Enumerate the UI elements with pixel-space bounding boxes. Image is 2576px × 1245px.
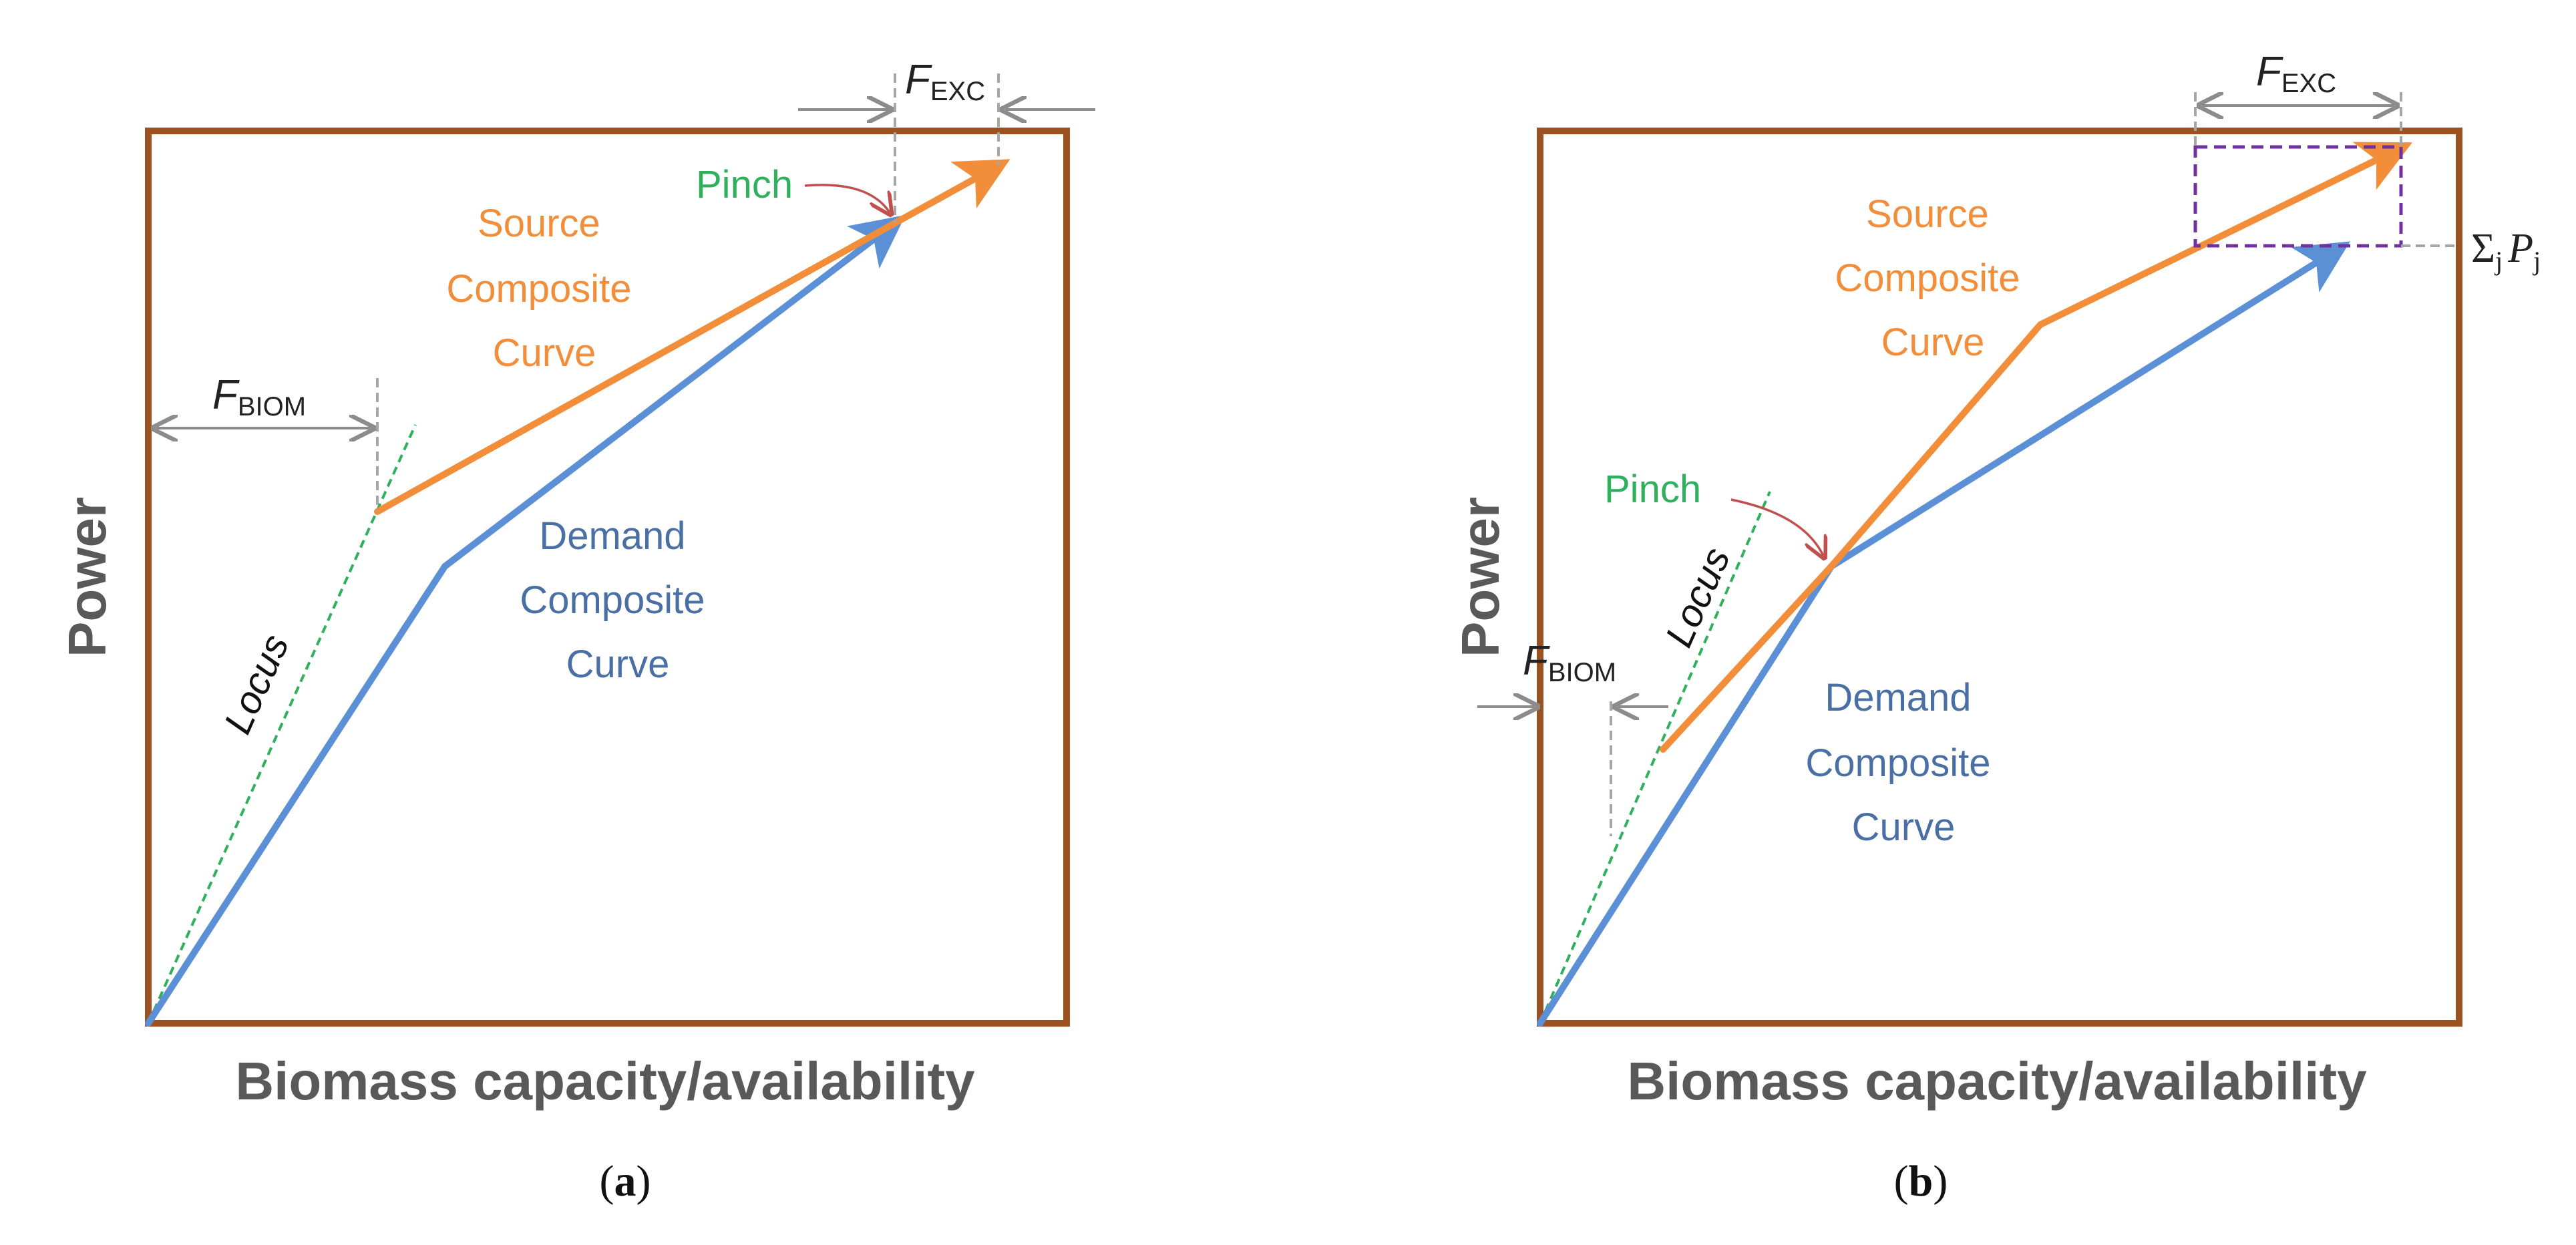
panel-b-locus-label: Locus [1657, 541, 1738, 653]
panel-b-demand-label: Demand Composite Curve [1805, 676, 2001, 849]
panel-b-source-label: Source Composite Curve [1835, 192, 2030, 364]
panel-b-pinch-arrow [1730, 498, 1823, 556]
panel-b-frame [1537, 128, 2462, 1027]
panel-a-pinch-label: Pinch [696, 163, 793, 206]
panel-b-fexc-label: FEXC [2256, 49, 2336, 98]
panel-a-demand-label: Demand Composite Curve [520, 514, 715, 686]
panel-a-locus-label: Locus [216, 628, 297, 740]
panel-a: FBIOM FEXC Pinch Source Composite Curve … [57, 57, 1095, 1206]
panel-a-source-label: Source Composite Curve [446, 202, 642, 375]
panel-b-caption: (b) [1894, 1157, 1948, 1206]
panel-a-locus-line [147, 424, 417, 1024]
panel-a-caption: (a) [600, 1157, 651, 1206]
panel-a-demand-curve [145, 214, 906, 1027]
panel-a-fbiom-label: FBIOM [212, 372, 306, 421]
panel-a-frame [145, 128, 1070, 1027]
panel-a-pinch-arrow [804, 184, 890, 212]
panel-b-x-axis-title: Biomass capacity/availability [1627, 1051, 2367, 1111]
panel-a-source-curve [374, 159, 1010, 515]
panel-b-excess-box [2193, 145, 2403, 248]
panel-b-y-axis-title: Power [1451, 497, 1510, 657]
panel-b-locus-line [1539, 491, 1771, 1024]
panel-a-x-axis-title: Biomass capacity/availability [235, 1051, 975, 1111]
panel-b-fbiom-label: FBIOM [1523, 638, 1616, 687]
panel-b-pinch-label: Pinch [1604, 468, 1701, 511]
panel-a-y-axis-title: Power [57, 497, 117, 657]
panel-a-fexc-label: FEXC [905, 57, 985, 106]
panel-b-source-curve [1660, 142, 2412, 753]
